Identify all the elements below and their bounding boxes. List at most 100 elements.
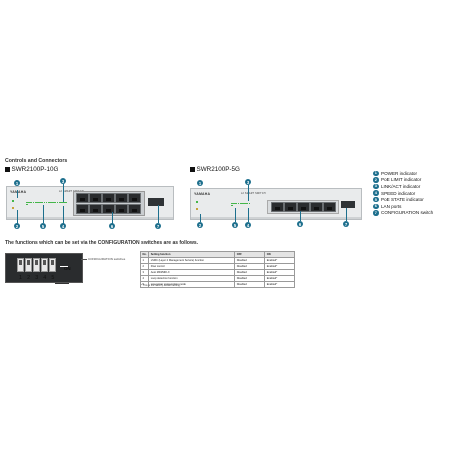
square-bullet-icon	[190, 167, 195, 172]
legend-number: 6	[373, 203, 379, 210]
poe-limit-led	[12, 207, 15, 210]
legend-number: 7	[373, 210, 379, 216]
legend-label: LINK/ACT indicator	[381, 183, 421, 189]
model-name: SWR2100P-10G	[11, 166, 59, 173]
lan-port[interactable]	[89, 204, 102, 214]
legend-number: 2	[373, 177, 379, 183]
led-bar	[26, 202, 68, 206]
footnote: * This is the factory default setting.	[141, 284, 181, 287]
callout-3: 3	[245, 179, 252, 186]
device-logo: YAMAHA	[194, 192, 211, 196]
leader-line	[43, 205, 44, 223]
switch-caption: CONFIGURATION switches	[88, 257, 126, 261]
lan-port[interactable]	[271, 202, 284, 212]
lan-port[interactable]	[76, 193, 89, 203]
callout-1: 1	[14, 180, 21, 187]
on-label: ON	[64, 266, 71, 271]
dip-switch-3[interactable]	[33, 258, 40, 272]
lan-port[interactable]	[128, 193, 141, 203]
power-led	[12, 200, 15, 203]
model-label-5g: SWR2100P-5G	[190, 166, 240, 173]
model-label-10g: SWR2100P-10G	[5, 166, 58, 173]
lan-port[interactable]	[102, 193, 115, 203]
dip-switch-4[interactable]	[41, 258, 48, 272]
lan-port[interactable]	[323, 202, 336, 212]
callout-2: 2	[14, 223, 21, 230]
underline-mark	[55, 283, 69, 284]
lan-port[interactable]	[115, 193, 128, 203]
leader-line	[200, 214, 201, 222]
callout-7: 7	[343, 221, 350, 228]
config-switch[interactable]	[148, 198, 164, 206]
callout-5: 5	[40, 223, 47, 230]
lan-port[interactable]	[310, 202, 323, 212]
legend-label: CONFIGURATION switch	[381, 210, 434, 216]
dip-switch-5[interactable]	[49, 258, 56, 272]
table-cell: Disabled	[234, 281, 266, 288]
leader-line	[112, 212, 113, 224]
callout-6: 6	[109, 223, 116, 230]
callout-4: 4	[245, 222, 252, 229]
leader-line	[17, 210, 18, 224]
device-logo: YAMAHA	[10, 190, 27, 194]
legend-label: SPEED indicator	[381, 190, 416, 196]
lan-port[interactable]	[128, 204, 141, 214]
leader-line	[17, 190, 18, 198]
legend-number: 5	[373, 196, 379, 203]
leader-line	[158, 205, 159, 223]
lan-port[interactable]	[102, 204, 115, 214]
caption-leader	[81, 259, 87, 260]
arrow-line	[60, 266, 68, 267]
leader-line	[248, 208, 249, 222]
lan-port[interactable]	[284, 202, 297, 212]
callout-1: 1	[197, 180, 204, 187]
dip-switch-panel	[5, 253, 83, 283]
led-bar	[231, 203, 251, 207]
square-bullet-icon	[5, 167, 10, 172]
legend-number: 1	[373, 170, 379, 177]
legend-label: LAN ports	[381, 203, 402, 209]
poe-limit-led	[196, 208, 199, 211]
power-led	[196, 201, 199, 204]
dip-switch-2[interactable]	[25, 258, 32, 272]
config-intro: The functions which can be set via the C…	[5, 240, 199, 246]
callout-6: 6	[297, 221, 304, 228]
legend-label: PoE LIMIT indicator	[381, 177, 422, 183]
table-cell: 5	[139, 281, 150, 288]
device-swr2100p-10g: YAMAHA L2 SMART SWITCH	[6, 186, 174, 220]
switch-numbers: 1 2 3 4 5	[19, 275, 57, 281]
device-subtitle: L2 SMART SWITCH	[241, 192, 266, 195]
callout-7: 7	[155, 223, 162, 230]
config-switch[interactable]	[341, 201, 355, 208]
table-cell: Enabled*	[264, 281, 296, 288]
callout-4: 4	[60, 223, 67, 230]
device-subtitle: L2 SMART SWITCH	[59, 190, 84, 193]
lan-port[interactable]	[89, 193, 102, 203]
section-title: Controls and Connectors	[5, 158, 68, 164]
legend-label: PoE STATE indicator	[381, 197, 424, 203]
leader-line	[235, 208, 236, 222]
model-name: SWR2100P-5G	[196, 166, 240, 173]
leader-line	[248, 185, 249, 201]
legend-number: 3	[373, 183, 379, 190]
dip-switch-1[interactable]	[17, 258, 24, 272]
lan-port[interactable]	[76, 204, 89, 214]
device-swr2100p-5g: YAMAHA L2 SMART SWITCH	[190, 188, 362, 220]
legend-number: 4	[373, 190, 379, 196]
leader-line	[63, 184, 64, 202]
lan-port[interactable]	[297, 202, 310, 212]
legend-label: POWER indicator	[381, 170, 417, 176]
lan-port[interactable]	[115, 204, 128, 214]
callout-3: 3	[60, 178, 67, 185]
